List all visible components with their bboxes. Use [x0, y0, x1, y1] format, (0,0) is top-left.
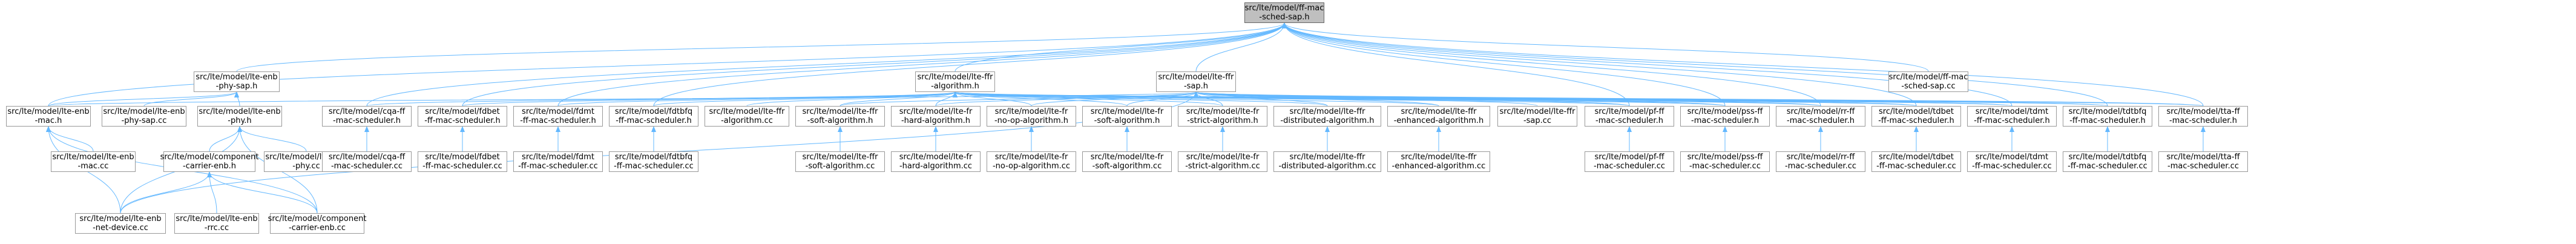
node-ff-mac-sched-sap-h: src/lte/model/ff-mac -sched-sap.h: [1244, 2, 1324, 23]
node-rr-ff-mac-scheduler-h[interactable]: src/lte/model/rr-ff -mac-scheduler.h: [1776, 106, 1865, 127]
edge-frSoftH-to-lteFfrSap: [1126, 91, 1198, 107]
node-tdbet-ff-mac-scheduler-h[interactable]: src/lte/model/tdbet -ff-mac-scheduler.h: [1871, 106, 1961, 127]
node-lte-enb-mac-cc[interactable]: src/lte/model/lte-enb -mac.cc: [51, 151, 136, 172]
node-ff-mac-sched-sap-cc[interactable]: src/lte/model/ff-mac -sched-sap.cc: [1888, 71, 1968, 92]
node-lte-ffr-soft-algorithm-cc[interactable]: src/lte/model/lte-ffr -soft-algorithm.cc: [795, 151, 885, 172]
node-tdtbfq-ff-mac-scheduler-cc[interactable]: src/lte/model/tdtbfq -ff-mac-scheduler.c…: [2063, 151, 2152, 172]
edge-ttaH-to-root: [1282, 22, 2204, 107]
edge-lteFfrAlgCc-to-lteFfrAlgorithm: [746, 91, 958, 107]
edge-lteEnbPhy-to-lteEnbPhySap: [234, 91, 240, 107]
node-lte-fr-soft-algorithm-h[interactable]: src/lte/model/lte-fr -soft-algorithm.h: [1082, 106, 1172, 127]
edge-ttaH-to-lteFfrSap: [1194, 91, 2204, 107]
edge-lteEnbMacCc-to-lteEnbMac: [46, 126, 94, 152]
edge-ffrDistH-to-lteFfrAlgorithm: [953, 91, 1328, 107]
edge-fdtbfqH-to-lteFfrAlgorithm: [653, 91, 958, 107]
node-pss-ff-mac-scheduler-h[interactable]: src/lte/model/pss-ff -mac-scheduler.h: [1680, 106, 1770, 127]
edge-fdtbfqH-to-root: [653, 22, 1287, 107]
edge-rrH-to-root: [1282, 22, 1821, 107]
edge-ffrEnhH-to-lteFfrAlgorithm: [953, 91, 1439, 107]
node-cqa-ff-mac-scheduler-cc[interactable]: src/lte/model/cqa-ff -mac-scheduler.cc: [322, 151, 412, 172]
node-lte-fr-hard-algorithm-h[interactable]: src/lte/model/lte-fr -hard-algorithm.h: [891, 106, 981, 127]
edge-ffrEnhH-to-lteFfrSap: [1194, 91, 1439, 107]
node-lte-fr-soft-algorithm-cc[interactable]: src/lte/model/lte-fr -soft-algorithm.cc: [1082, 151, 1172, 172]
edge-lteEnbNetDeviceCc-to-compCarrierEnbH: [120, 171, 212, 214]
node-lte-fr-strict-algorithm-h[interactable]: src/lte/model/lte-fr -strict-algorithm.h: [1178, 106, 1267, 127]
edge-lteFfrSapCc-to-lteFfrSap: [1194, 91, 1538, 107]
edge-lteEnbPhyCc-to-lteEnbPhy: [237, 126, 307, 152]
node-pf-ff-mac-scheduler-cc[interactable]: src/lte/model/pf-ff -mac-scheduler.cc: [1585, 151, 1674, 172]
node-lte-enb-net-device-cc[interactable]: src/lte/model/lte-enb -net-device.cc: [75, 213, 166, 234]
edge-ffrSoftH-to-lteFfrAlgorithm: [840, 91, 958, 107]
edge-tdtbfqH-to-root: [1282, 22, 2108, 107]
edge-frHardH-to-lteFfrSap: [935, 91, 1198, 107]
edge-compCarrierEnbH-to-lteEnbPhy: [209, 126, 242, 152]
node-lte-enb-phy-h[interactable]: src/lte/model/lte-enb -phy.h: [197, 106, 282, 127]
edge-compCarrierEnbCc-to-compCarrierEnbH: [207, 171, 318, 214]
node-fdmt-ff-mac-scheduler-cc[interactable]: src/lte/model/fdmt -ff-mac-scheduler.cc: [513, 151, 603, 172]
node-rr-ff-mac-scheduler-cc[interactable]: src/lte/model/rr-ff -mac-scheduler.cc: [1776, 151, 1865, 172]
edge-fdbetH-to-lteFfrAlgorithm: [462, 91, 958, 107]
node-pf-ff-mac-scheduler-h[interactable]: src/lte/model/pf-ff -mac-scheduler.h: [1585, 106, 1674, 127]
edge-fdmtH-to-lteFfrAlgorithm: [557, 91, 958, 107]
edge-fdbetH-to-root: [462, 22, 1287, 107]
node-lte-ffr-algorithm-h[interactable]: src/lte/model/lte-ffr -algorithm.h: [915, 71, 995, 92]
node-lte-ffr-distributed-algorithm-h[interactable]: src/lte/model/lte-ffr -distributed-algor…: [1273, 106, 1381, 127]
node-tta-ff-mac-scheduler-cc[interactable]: src/lte/model/tta-ff -mac-scheduler.cc: [2158, 151, 2248, 172]
node-cqa-ff-mac-scheduler-h[interactable]: src/lte/model/cqa-ff -mac-scheduler.h: [322, 106, 412, 127]
node-lte-fr-hard-algorithm-cc[interactable]: src/lte/model/lte-fr -hard-algorithm.cc: [891, 151, 981, 172]
edge-lteEnbPhySapCc-to-lteEnbPhySap: [143, 91, 239, 107]
edge-lteFfrAlgorithm-to-root: [954, 22, 1287, 72]
node-fdmt-ff-mac-scheduler-h[interactable]: src/lte/model/fdmt -ff-mac-scheduler.h: [513, 106, 603, 127]
edge-fdmtH-to-root: [557, 22, 1287, 107]
edge-ffrSoftH-to-lteFfrSap: [840, 91, 1198, 107]
node-lte-ffr-enhanced-algorithm-h[interactable]: src/lte/model/lte-ffr -enhanced-algorith…: [1387, 106, 1490, 127]
node-tdmt-ff-mac-scheduler-h[interactable]: src/lte/model/tdmt -ff-mac-scheduler.h: [1967, 106, 2057, 127]
node-lte-fr-no-op-algorithm-h[interactable]: src/lte/model/lte-fr -no-op-algorithm.h: [987, 106, 1076, 127]
node-lte-enb-phy-sap-cc[interactable]: src/lte/model/lte-enb -phy-sap.cc: [102, 106, 186, 127]
edge-tdmtH-to-root: [1282, 22, 2012, 107]
edge-lteEnbMac-to-root: [48, 22, 1287, 107]
edge-frStrictH-to-lteFfrAlgorithm: [953, 91, 1223, 107]
edge-pfH-to-root: [1282, 22, 1630, 107]
node-lte-ffr-soft-algorithm-h[interactable]: src/lte/model/lte-ffr -soft-algorithm.h: [795, 106, 885, 127]
node-fdtbfq-ff-mac-scheduler-h[interactable]: src/lte/model/fdtbfq -ff-mac-scheduler.h: [609, 106, 698, 127]
edge-frNoOpH-to-lteFfrSap: [1031, 91, 1198, 107]
node-fdbet-ff-mac-scheduler-cc[interactable]: src/lte/model/fdbet -ff-mac-scheduler.cc: [418, 151, 507, 172]
edge-lteEnbMac-to-lteFfrSap: [48, 91, 1198, 107]
edge-cqaH-to-root: [366, 22, 1287, 107]
edge-ffrDistH-to-lteFfrSap: [1194, 91, 1328, 107]
node-lte-fr-strict-algorithm-cc[interactable]: src/lte/model/lte-fr -strict-algorithm.c…: [1178, 151, 1267, 172]
node-component-carrier-enb-h[interactable]: src/lte/model/component -carrier-enb.h: [160, 151, 259, 172]
edge-lteEnbMac-to-lteEnbPhySap: [48, 91, 239, 107]
node-fdtbfq-ff-mac-scheduler-cc[interactable]: src/lte/model/fdtbfq -ff-mac-scheduler.c…: [609, 151, 698, 172]
node-tdbet-ff-mac-scheduler-cc[interactable]: src/lte/model/tdbet -ff-mac-scheduler.cc: [1871, 151, 1961, 172]
node-lte-ffr-distributed-algorithm-cc[interactable]: src/lte/model/lte-ffr -distributed-algor…: [1273, 151, 1381, 172]
edge-pssH-to-root: [1282, 22, 1726, 107]
node-lte-enb-rrc-cc[interactable]: src/lte/model/lte-enb -rrc.cc: [174, 213, 259, 234]
node-lte-enb-mac-h[interactable]: src/lte/model/lte-enb -mac.h: [6, 106, 91, 127]
node-lte-ffr-algorithm-cc[interactable]: src/lte/model/lte-ffr -algorithm.cc: [705, 106, 789, 127]
node-lte-ffr-enhanced-algorithm-cc[interactable]: src/lte/model/lte-ffr -enhanced-algorith…: [1387, 151, 1490, 172]
node-tdmt-ff-mac-scheduler-cc[interactable]: src/lte/model/tdmt -ff-mac-scheduler.cc: [1967, 151, 2057, 172]
edge-tdbetH-to-root: [1282, 22, 1917, 107]
edge-frSoftH-to-lteFfrAlgorithm: [953, 91, 1128, 107]
node-lte-ffr-sap-h[interactable]: src/lte/model/lte-ffr -sap.h: [1156, 71, 1236, 92]
node-tta-ff-mac-scheduler-h[interactable]: src/lte/model/tta-ff -mac-scheduler.h: [2158, 106, 2248, 127]
node-lte-fr-no-op-algorithm-cc[interactable]: src/lte/model/lte-fr -no-op-algorithm.cc: [987, 151, 1076, 172]
node-fdbet-ff-mac-scheduler-h[interactable]: src/lte/model/fdbet -ff-mac-scheduler.h: [418, 106, 507, 127]
edge-lteFfrSap-to-root: [1195, 22, 1287, 72]
edge-lteEnbPhySap-to-root: [236, 22, 1287, 72]
edge-ffMacSchedSapCc-to-root: [1282, 22, 1929, 72]
node-pss-ff-mac-scheduler-cc[interactable]: src/lte/model/pss-ff -mac-scheduler.cc: [1680, 151, 1770, 172]
node-lte-ffr-sap-cc[interactable]: src/lte/model/lte-ffr -sap.cc: [1497, 106, 1577, 127]
node-tdtbfq-ff-mac-scheduler-h[interactable]: src/lte/model/tdtbfq -ff-mac-scheduler.h: [2063, 106, 2152, 127]
node-component-carrier-enb-cc[interactable]: src/lte/model/component -carrier-enb.cc: [268, 213, 367, 234]
node-lte-enb-phy-sap-h[interactable]: src/lte/model/lte-enb -phy-sap.h: [194, 71, 280, 92]
